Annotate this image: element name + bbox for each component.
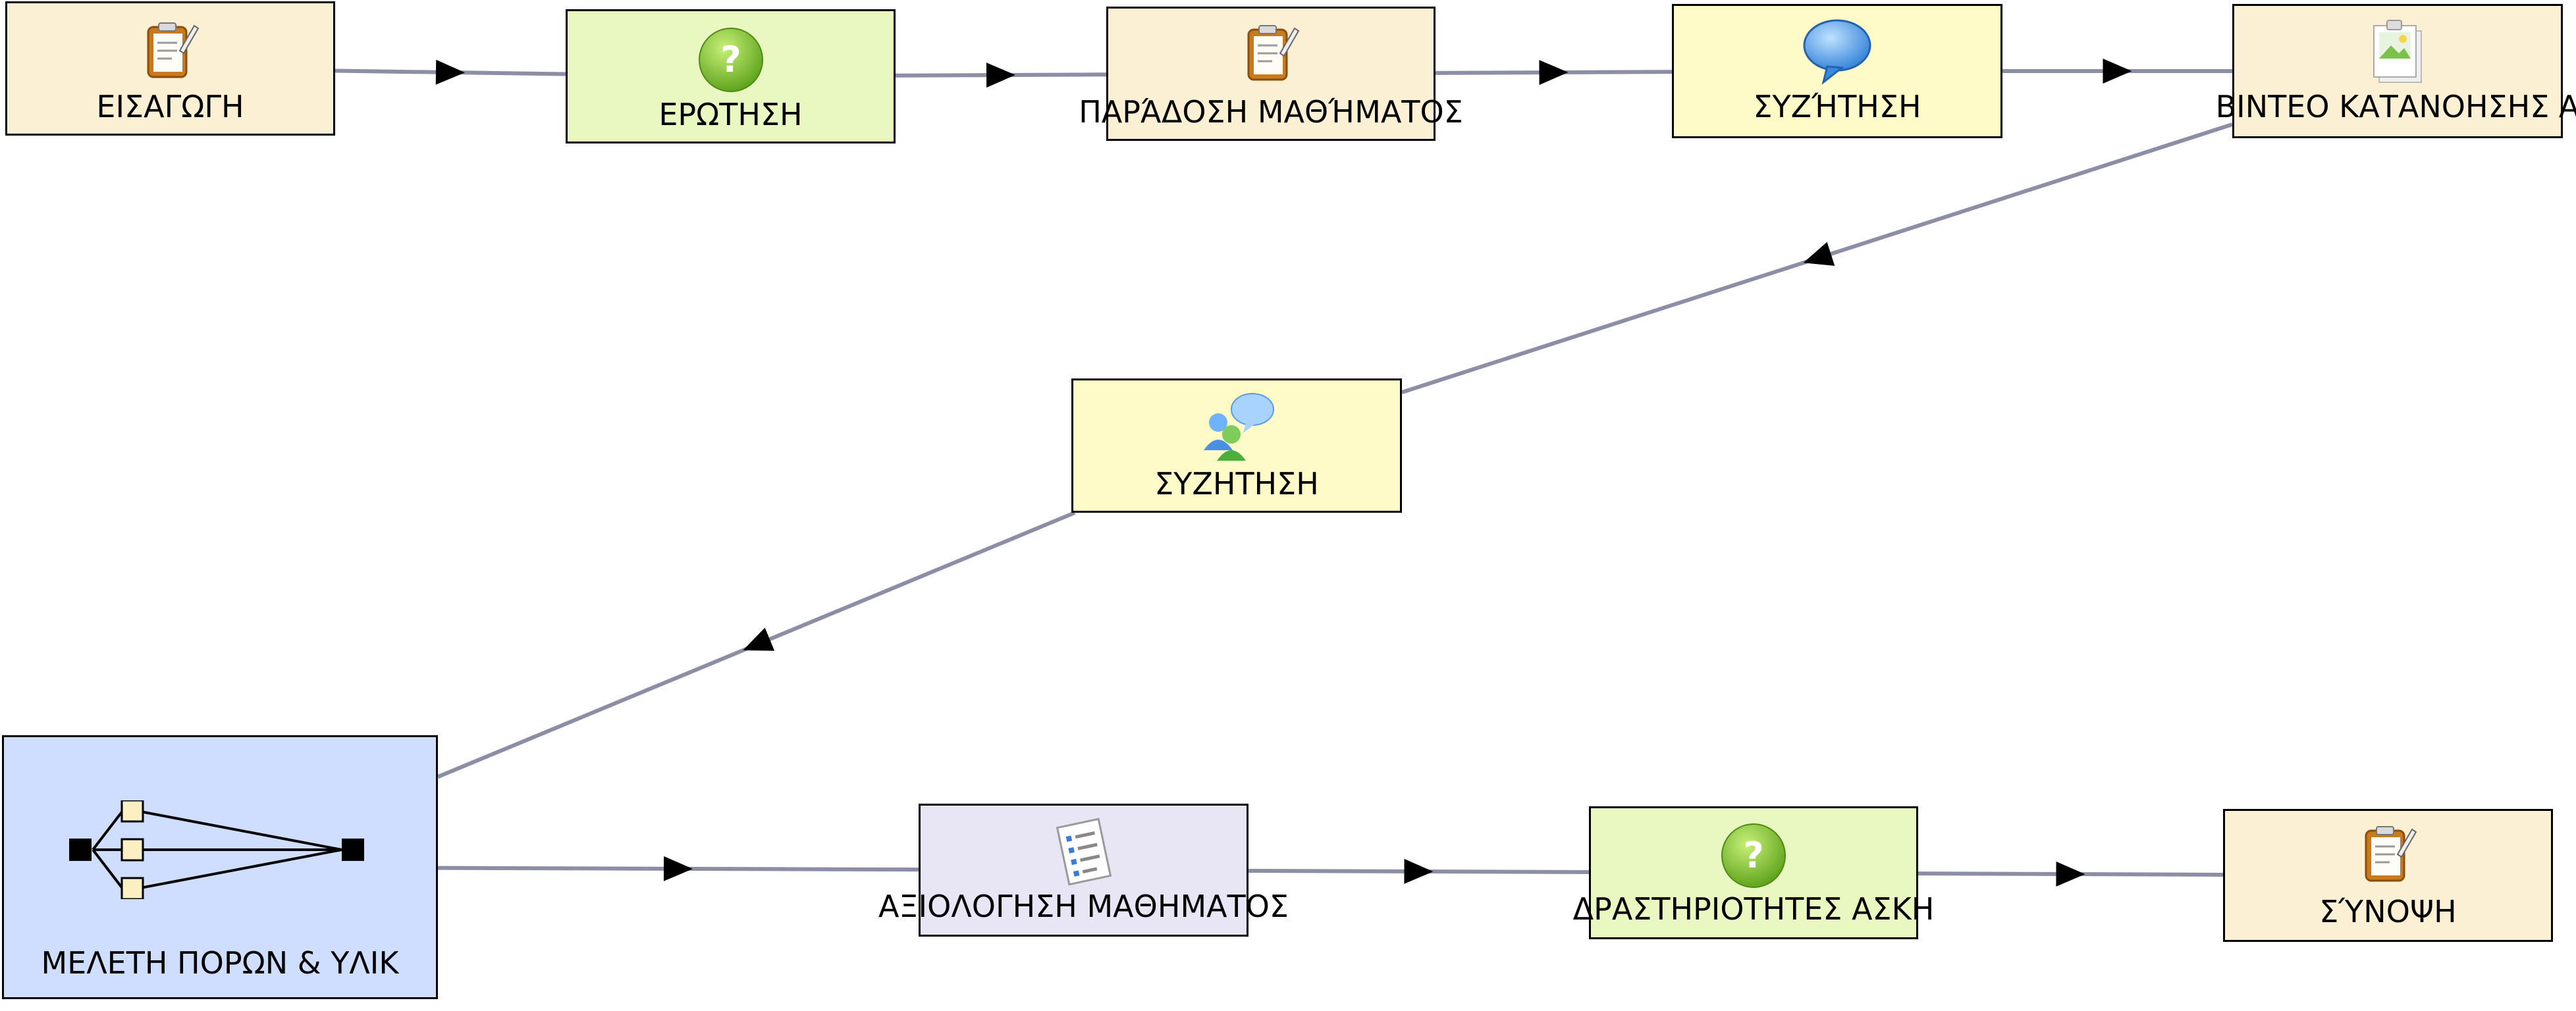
node-eisagogi[interactable]: ΕΙΣΑΓΩΓΗ: [5, 1, 335, 136]
notebook-icon: [139, 19, 202, 85]
node-label: ΕΙΣΑΓΩΓΗ: [96, 89, 244, 124]
edge-arrow-n9-n10: [2056, 861, 2085, 887]
node-label: ΜΕΛΕΤΗ ΠΟΡΩΝ & ΥΛΙΚ: [41, 945, 399, 981]
edge-arrow-n1-n2: [435, 59, 465, 85]
node-syzitisi-2[interactable]: ΣΥΖΗΤΗΣΗ: [1071, 378, 1402, 513]
notebook-icon: [2357, 823, 2420, 889]
node-axiologisi-mathimatos[interactable]: ΑΞΙΟΛΟΓΗΣΗ ΜΑΘΗΜΑΤΟΣ: [878, 804, 1289, 937]
speech-bubble-icon: [1801, 16, 1873, 88]
node-label: ΣΥΖΗΤΗΣΗ: [1154, 466, 1319, 502]
edge-arrow-n8-n9: [1404, 858, 1434, 884]
edge-arrow-n4-n5: [2103, 59, 2132, 84]
svg-text:?: ?: [720, 39, 741, 80]
node-drastiriotites-askisis[interactable]: ? ΔΡΑΣΤΗΡΙΟΤΗΤΕΣ ΑΣΚΗ: [1573, 806, 1934, 939]
node-label: ΣΎΝΟΨΗ: [2319, 894, 2457, 929]
node-label: ΕΡΩΤΗΣΗ: [658, 97, 803, 132]
checklist-icon: [1051, 817, 1117, 889]
node-label: ΠΑΡΆΔΟΣΗ ΜΑΘΉΜΑΤΟΣ: [1079, 94, 1463, 130]
edge-arrow-n6-n7: [743, 627, 775, 651]
node-erotisi[interactable]: ? ΕΡΩΤΗΣΗ: [566, 9, 896, 143]
node-vinteo-katanoisis[interactable]: ΒΙΝΤΕΟ ΚΑΤΑΝΟΗΣΗΣ Α: [2216, 4, 2576, 138]
question-icon: ?: [697, 26, 765, 97]
edge-arrow-n5-n6: [1803, 242, 1835, 266]
node-label: ΒΙΝΤΕΟ ΚΑΤΑΝΟΗΣΗΣ Α: [2215, 89, 2576, 124]
node-label: ΑΞΙΟΛΟΓΗΣΗ ΜΑΘΗΜΑΤΟΣ: [878, 889, 1289, 924]
node-syzitisi-1[interactable]: ΣΥΖΉΤΗΣΗ: [1672, 4, 2002, 138]
chat-users-icon: [1197, 390, 1276, 465]
node-meleti-poron[interactable]: ΜΕΛΕΤΗ ΠΟΡΩΝ & ΥΛΙΚ: [2, 735, 438, 999]
node-label: ΣΥΖΉΤΗΣΗ: [1753, 89, 1921, 124]
node-paradosi-mathimatos[interactable]: ΠΑΡΆΔΟΣΗ ΜΑΘΉΜΑΤΟΣ: [1079, 7, 1463, 141]
edge-arrow-n7-n8: [663, 856, 693, 881]
notebook-icon: [1239, 22, 1302, 88]
edge-arrow-n3-n4: [1539, 60, 1569, 86]
node-label: ΔΡΑΣΤΗΡΙΟΤΗΤΕΣ ΑΣΚΗ: [1572, 891, 1935, 927]
edge-arrow-n2-n3: [986, 63, 1015, 88]
branching-icon: [65, 799, 375, 902]
node-synopsi[interactable]: ΣΎΝΟΨΗ: [2223, 809, 2553, 942]
svg-text:?: ?: [1743, 835, 1763, 876]
question-icon: ?: [1719, 821, 1788, 893]
image-icon: [2365, 18, 2430, 89]
